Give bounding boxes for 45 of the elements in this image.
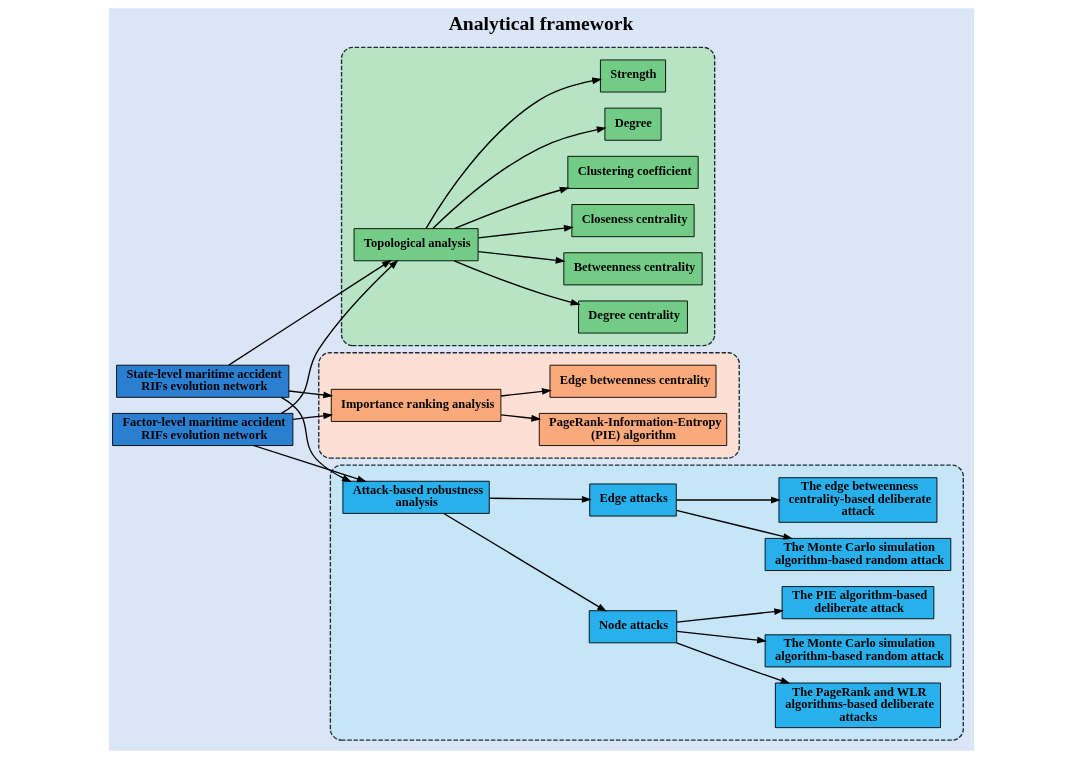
node-box: The PageRank and WLR algorithms-based deliberate attacks [774, 682, 941, 729]
node-box: Edge betweenness centrality [549, 364, 717, 398]
arrow [477, 224, 574, 239]
node-box: Strength [599, 59, 667, 93]
node-box: The Monte Carlo simulation algorithm-based random attack [764, 634, 952, 668]
node-box: Topological analysis [353, 228, 479, 262]
node-box: Node attacks [588, 610, 678, 644]
arrow [477, 250, 566, 264]
node-box: The Monte Carlo simulation algorithm-based random attack [764, 537, 952, 571]
node-box: Betweenness centrality [563, 252, 703, 286]
node-box: Clustering coefficient [567, 155, 699, 189]
node-box: Degree [604, 107, 662, 141]
arrow [432, 126, 607, 230]
arrow [500, 414, 542, 422]
arrow [675, 642, 791, 684]
node-box: PageRank-Information-Entropy (PIE) algorithm [538, 412, 728, 446]
arrow [675, 509, 793, 540]
cluster [318, 352, 740, 459]
arrow [228, 259, 392, 366]
node-box: Edge attacks [589, 483, 677, 517]
arrow [453, 260, 581, 306]
arrow [675, 496, 781, 504]
node-box: Degree centrality [578, 300, 688, 334]
arrow [280, 259, 399, 414]
arrow [500, 387, 552, 397]
arrow [443, 512, 608, 612]
node-box: Factor-level maritime accident RIFs evolution network [112, 412, 294, 446]
node-box: Attack-based robustness analysis [342, 480, 490, 514]
arrow [253, 444, 367, 483]
node-box: State-level maritime accident RIFs evolution network [116, 364, 290, 398]
arrow [292, 412, 334, 420]
node-box: Closeness centrality [571, 204, 695, 238]
arrow [288, 390, 334, 399]
arrow [488, 495, 592, 503]
arrow [453, 186, 570, 230]
arrow [425, 77, 603, 230]
cluster [329, 464, 964, 741]
node-box: The edge betweenness centrality-based deliberate attack [778, 477, 938, 523]
diagram-title: Analytical framework [448, 13, 634, 35]
arrow [676, 630, 767, 644]
arrow [676, 608, 785, 623]
cluster [340, 46, 716, 347]
node-box: Importance ranking analysis [330, 388, 502, 422]
node-box: The PIE algorithm-based deliberate attack [781, 586, 935, 620]
arrow [280, 396, 352, 483]
